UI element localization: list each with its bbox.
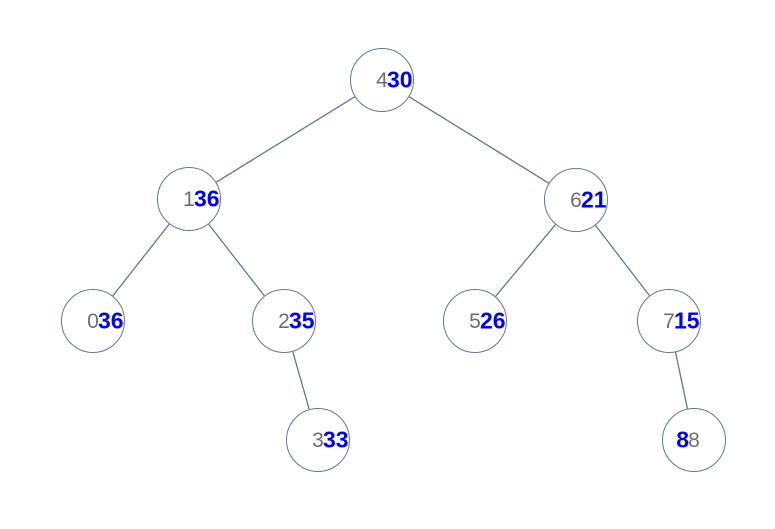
tree-node-value-label: 26	[480, 307, 506, 334]
tree-node-value-label: 30	[387, 66, 413, 93]
tree-edge-2-3	[292, 351, 310, 410]
tree-node-id-label: 5	[469, 309, 481, 333]
tree-edge-7-8	[674, 352, 689, 409]
tree-node-id-label: 1	[183, 187, 195, 211]
tree-node-value-label: 35	[289, 307, 315, 334]
tree-node-id-label: 2	[278, 309, 290, 333]
tree-edge-4-6	[408, 96, 550, 184]
tree-node-value-label: 36	[98, 307, 124, 334]
tree-node-value-label: 33	[323, 426, 349, 453]
tree-edge-6-7	[594, 224, 651, 297]
tree-node-id-label: 0	[87, 309, 99, 333]
tree-edge-6-5	[495, 224, 556, 297]
tree-node-value-label: 36	[194, 185, 220, 212]
tree-node-id-label: 3	[312, 428, 324, 452]
tree-edge-1-0	[112, 223, 170, 297]
tree-node-value-label: 8	[676, 426, 689, 453]
tree-node-id-label: 8	[688, 428, 700, 452]
tree-edge-4-1	[215, 96, 356, 183]
tree-node-value-label: 21	[581, 186, 607, 213]
tree-node-id-label: 4	[376, 68, 388, 92]
tree-node-id-label: 7	[663, 309, 675, 333]
tree-edge-1-2	[208, 223, 265, 297]
tree-node-value-label: 15	[674, 307, 700, 334]
tree-node-id-label: 6	[570, 188, 582, 212]
